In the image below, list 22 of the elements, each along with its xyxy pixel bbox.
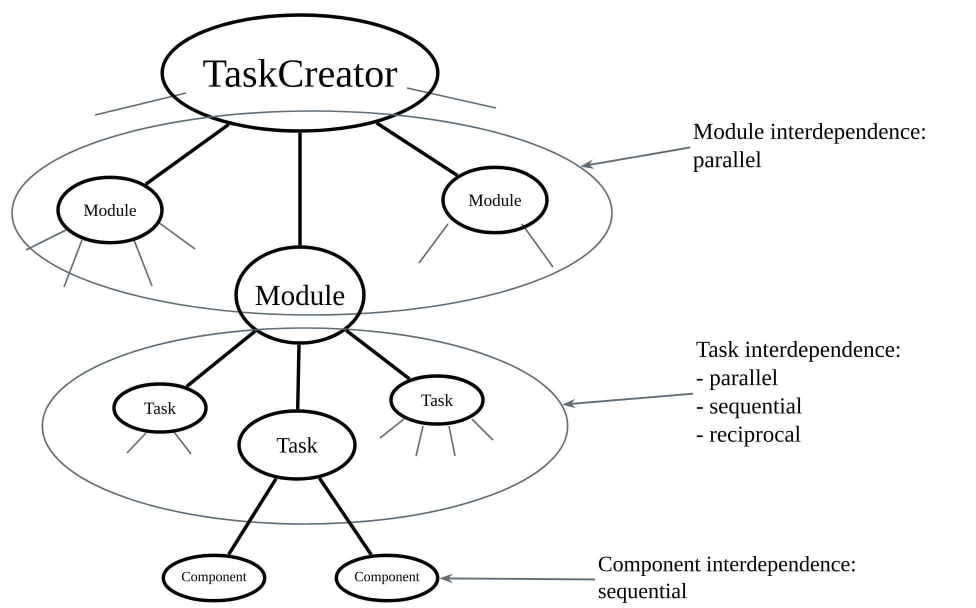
annotation-text: Module interdependence: parallel (693, 122, 925, 172)
ellipse-node: Module (56, 176, 164, 244)
connector-line (345, 329, 411, 380)
ellipse-node: TaskCreator (160, 13, 440, 133)
group-ellipse (42, 327, 568, 525)
annotation-text: Task interdependence: - parallel - sequential - reciprocal (696, 340, 900, 447)
connector-line (298, 132, 302, 246)
connector-line (376, 121, 458, 177)
ellipse-node: Component (162, 554, 266, 602)
connector-line (318, 477, 373, 556)
group-ellipse (11, 110, 613, 316)
ellipse-node: Task (112, 382, 208, 434)
connector-line (227, 478, 278, 556)
annotation-text: Component interdependence: sequential (598, 556, 855, 603)
ellipse-node: Component (334, 554, 440, 602)
ellipse-node: Module (441, 166, 549, 234)
connector-line (144, 122, 230, 186)
ellipse-node: Task (389, 374, 485, 426)
connector-line (185, 330, 256, 388)
connector-line (296, 344, 301, 410)
ellipse-node: Task (237, 409, 357, 481)
ellipse-node: Module (234, 245, 366, 345)
